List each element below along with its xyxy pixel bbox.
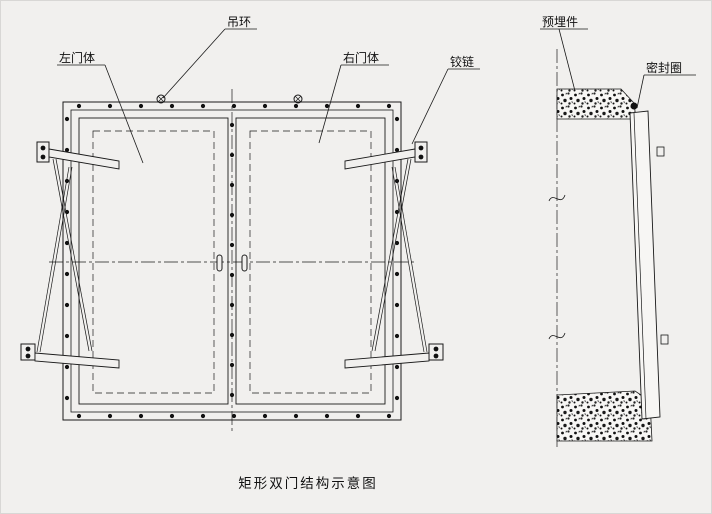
frame-bolt [64,395,70,401]
frame-bolt [229,332,235,338]
side-view [548,49,669,447]
wall-top-concrete [556,88,637,120]
lifting-ring-left [156,94,166,104]
hinge-bottom-right [344,166,444,369]
frame-bolts [64,103,400,419]
frame-bolt [200,103,206,109]
frame-bolt [229,242,235,248]
frame-bolt [229,272,235,278]
right-door-seal-dashed [249,130,372,394]
frame-bolt [324,413,330,419]
frame-bolt [293,103,299,109]
label-right-door: 右门体 [343,50,379,65]
frame-bolt [64,178,70,184]
frame-bolt [169,413,175,419]
frame-bolt [229,302,235,308]
frame-inner [70,109,394,413]
label-hinge: 铰链 [450,54,474,69]
right-door-handle [241,254,248,272]
hinge-bottom-left [20,166,120,369]
frame-bolt [293,413,299,419]
label-embedded-part-leader [558,28,576,92]
frame-bolt [394,395,400,401]
frame-bolt [64,147,70,153]
frame-bolt [386,103,392,109]
door-leaf-section [629,110,669,420]
left-door-handle [216,254,223,272]
frame-bolt [64,302,70,308]
frame-bolt [64,364,70,370]
frame-bolt [386,413,392,419]
front-view [20,89,444,433]
right-door-panel [235,117,386,405]
frame-bolt [169,103,175,109]
frame-bolt [200,413,206,419]
frame-bolt [355,413,361,419]
frame-bolt [107,413,113,419]
frame-bolt [64,271,70,277]
frame-bolt [394,302,400,308]
frame-bolt [229,182,235,188]
label-seal-ring: 密封圈 [646,60,682,75]
frame-bolt [229,122,235,128]
label-lifting-ring: 吊环 [227,15,251,29]
label-hinge-leader [411,68,449,145]
break-symbol-lower [548,332,566,340]
left-door-seal-dashed [92,130,215,394]
frame-bolt [394,271,400,277]
frame-outer [62,101,402,421]
frame-bolt [107,103,113,109]
frame-bolt [76,103,82,109]
label-seal-ring-leader [636,74,645,109]
frame-bolt [64,333,70,339]
frame-bolt [229,152,235,158]
frame-bolt [394,364,400,370]
frame-bolt [64,240,70,246]
frame-bolt [64,116,70,122]
label-embedded-part: 预埋件 [542,15,578,29]
frame-bolt [394,116,400,122]
frame-bolt [138,103,144,109]
frame-bolt [229,392,235,398]
frame-bolt [229,212,235,218]
label-left-door: 左门体 [59,50,95,65]
seal-ring-dot [630,102,638,110]
frame-bolt [262,103,268,109]
drawing-caption: 矩形双门结构示意图 [238,475,378,492]
left-door-panel [78,117,229,405]
label-left-door-leader [104,64,144,164]
frame-bolt [262,413,268,419]
frame-bolt [231,103,237,109]
annotations: 吊环 左门体 右门体 铰链 预埋件 密封圈 矩形双门结构示意图 [57,15,696,492]
frame-bolt [394,147,400,153]
frame-bolt [76,413,82,419]
frame-bolt [138,413,144,419]
label-lifting-ring-leader [162,28,226,99]
label-right-door-leader [318,64,342,144]
hinge-top-left [36,141,120,352]
frame-bolt [394,178,400,184]
frame-bolt [355,103,361,109]
frame-bolt [229,362,235,368]
frame-bolt [324,103,330,109]
lifting-ring-right [293,94,303,104]
frame-bolt [394,333,400,339]
hinge-top-right [344,141,428,352]
wall-bottom-concrete [556,390,653,442]
frame-bolt [394,240,400,246]
break-symbol-upper [548,194,566,202]
frame-bolt [231,413,237,419]
